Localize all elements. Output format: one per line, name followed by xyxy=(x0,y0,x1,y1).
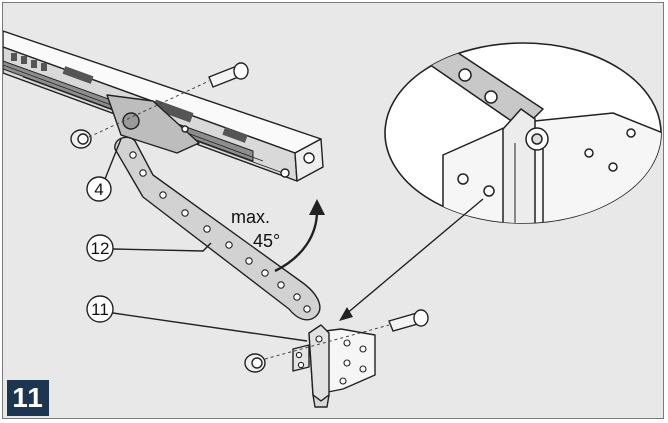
angle-note-degrees: 45° xyxy=(253,231,280,251)
rail-assembly xyxy=(3,30,324,182)
angle-note-max: max. xyxy=(231,207,270,227)
door-arm xyxy=(114,136,321,321)
nut-upper xyxy=(70,129,92,149)
callout-label-11: 11 xyxy=(91,300,109,319)
nut-lower xyxy=(244,353,266,373)
leader-line-11 xyxy=(112,312,308,342)
leader-line-4 xyxy=(104,138,122,180)
bolt-upper xyxy=(208,62,249,88)
bolt-lower xyxy=(388,309,429,332)
detail-magnifier xyxy=(384,42,662,224)
assembly-diagram: 4 12 11 max. 45° xyxy=(3,30,662,408)
illustration-frame: 4 12 11 max. 45° 11 xyxy=(2,2,664,419)
leader-line-12 xyxy=(112,242,212,252)
callout-12: 12 xyxy=(86,234,114,262)
callout-label-12: 12 xyxy=(91,239,110,258)
step-number-badge: 11 xyxy=(7,380,49,416)
rotation-arrow xyxy=(274,199,325,273)
callout-4: 4 xyxy=(86,176,112,202)
detail-pointer-arrow xyxy=(339,198,484,321)
callout-11: 11 xyxy=(86,295,114,323)
door-bracket xyxy=(292,324,376,408)
callout-label-4: 4 xyxy=(94,180,103,199)
